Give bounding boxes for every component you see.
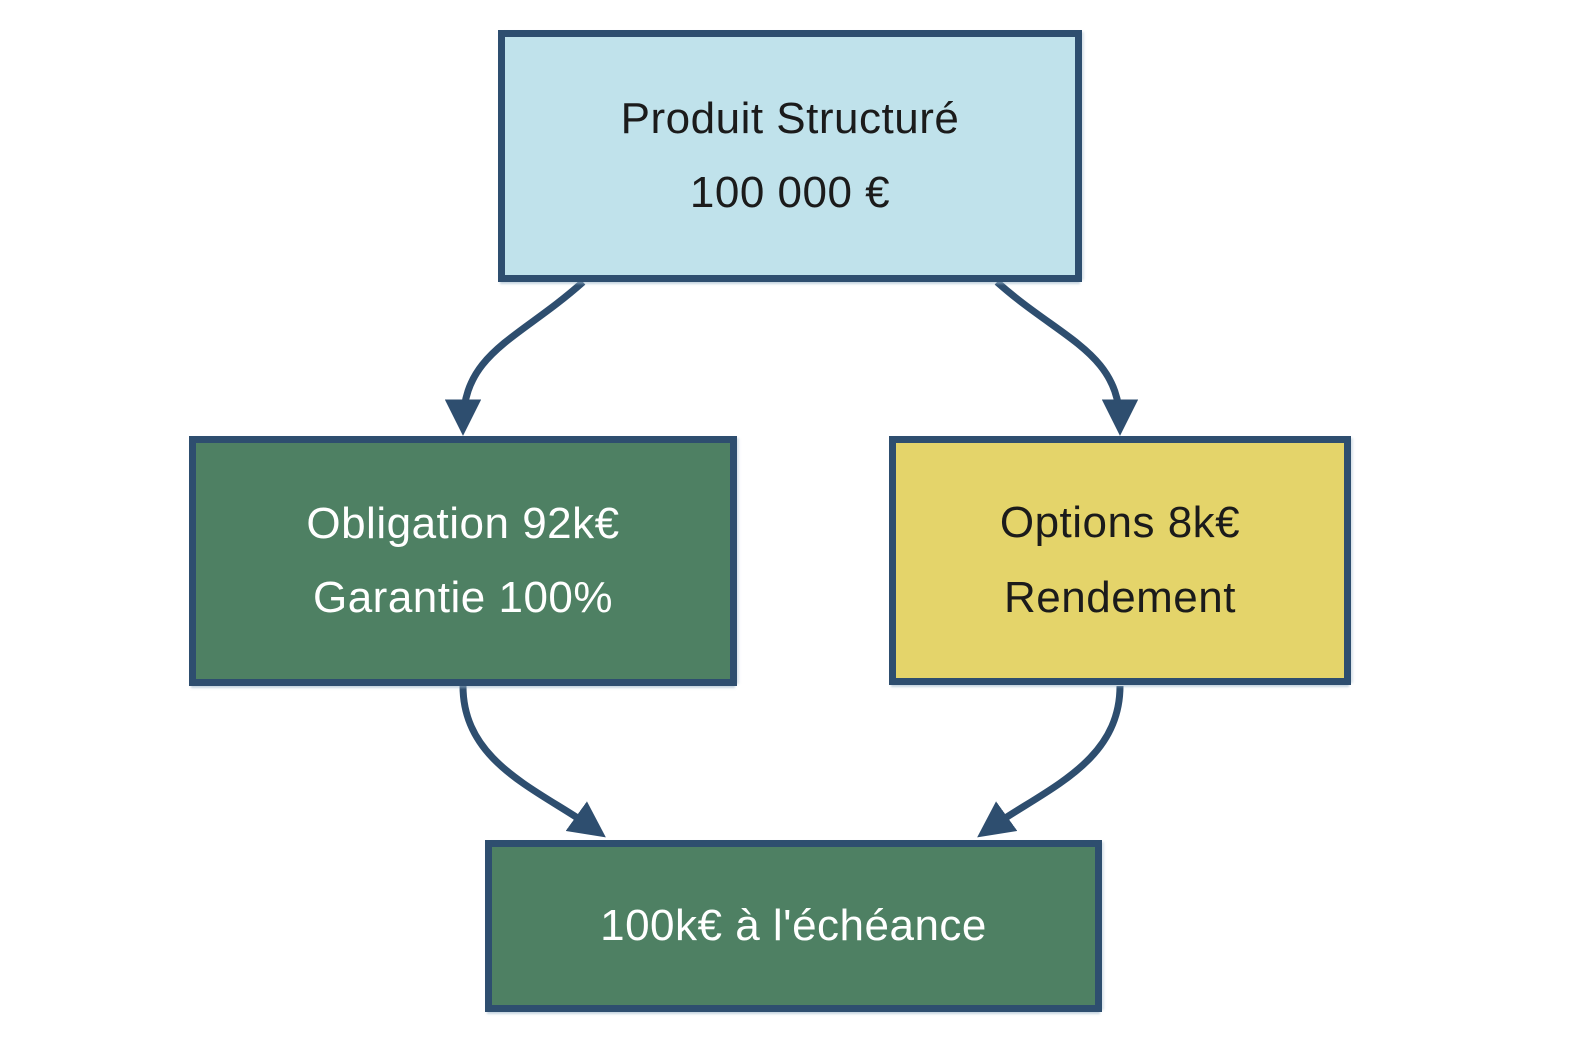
node-obligation: Obligation 92k€ Garantie 100%: [189, 436, 737, 686]
node-options: Options 8k€ Rendement: [889, 436, 1351, 685]
node-produit-structure-line2: 100 000 €: [689, 168, 891, 217]
node-produit-structure-line1: Produit Structuré: [620, 93, 960, 143]
node-obligation-line1: Obligation 92k€: [306, 498, 620, 548]
node-options-line2: Rendement: [1004, 572, 1236, 622]
node-produit-structure: Produit Structuré 100 000 €: [498, 30, 1082, 282]
node-obligation-line2: Garantie 100%: [312, 573, 614, 622]
node-echeance: 100k€ à l'échéance: [485, 840, 1102, 1012]
edge-options-to-maturity: [977, 685, 1124, 838]
node-echeance-line1: 100k€ à l'échéance: [600, 900, 987, 950]
edge-bond-to-maturity: [459, 685, 606, 838]
edge-product-to-options: [994, 279, 1139, 436]
node-options-line1: Options 8k€: [999, 498, 1241, 548]
edge-product-to-bond: [444, 279, 586, 436]
